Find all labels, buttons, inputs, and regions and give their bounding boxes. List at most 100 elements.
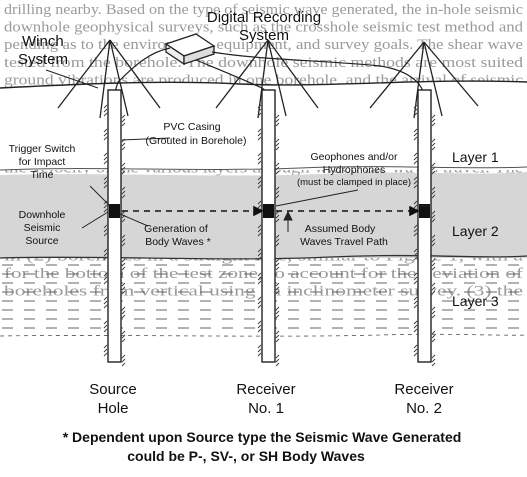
grout-mark xyxy=(431,282,436,295)
grout-mark xyxy=(103,152,108,165)
winch-tripod-receiver-1 xyxy=(215,39,319,119)
grout-mark xyxy=(103,296,108,309)
grout-mark xyxy=(431,330,436,343)
svg-text:Receiver: Receiver xyxy=(236,381,295,398)
label-winch-system: Winch System xyxy=(18,33,68,68)
grout-mark xyxy=(103,176,108,189)
svg-text:No. 1: No. 1 xyxy=(248,400,284,417)
source-hole-casing xyxy=(107,89,122,363)
label-generation-body-waves: Generation of Body Waves * xyxy=(144,223,211,248)
grout-mark xyxy=(413,296,418,309)
label-digital-recording-system: Digital Recording System xyxy=(207,9,321,44)
grout-mark xyxy=(121,258,126,271)
grout-mark xyxy=(121,186,126,199)
grout-mark xyxy=(431,234,436,247)
svg-text:(Grouted in Borehole): (Grouted in Borehole) xyxy=(146,135,247,147)
grout-mark xyxy=(431,186,436,199)
grout-mark xyxy=(103,272,108,285)
digital-recording-box xyxy=(164,33,216,66)
label-receiver-1: Receiver No. 1 xyxy=(236,381,295,417)
grout-mark xyxy=(257,104,262,117)
label-layer-1: Layer 1 xyxy=(452,149,499,165)
grout-mark xyxy=(431,258,436,271)
grout-mark xyxy=(431,354,436,367)
grout-mark xyxy=(431,306,436,319)
grout-mark xyxy=(413,128,418,141)
receiver-1-geophone xyxy=(263,204,274,218)
grout-mark xyxy=(413,224,418,237)
label-receiver-2: Receiver No. 2 xyxy=(394,381,453,417)
label-leader-lines xyxy=(45,69,430,232)
grout-mark xyxy=(121,330,126,343)
grout-mark xyxy=(431,210,436,223)
label-downhole-seismic-source: Downhole Seismic Source xyxy=(19,209,66,247)
svg-text:* Dependent upon Source type t: * Dependent upon Source type the Seismic… xyxy=(63,429,462,445)
svg-text:Downhole: Downhole xyxy=(19,209,66,221)
grout-mark xyxy=(413,320,418,333)
svg-text:for Impact: for Impact xyxy=(19,156,66,168)
grout-mark xyxy=(413,104,418,117)
grout-marks xyxy=(103,104,436,367)
svg-text:Geophones and/or: Geophones and/or xyxy=(311,151,398,163)
svg-text:Waves Travel Path: Waves Travel Path xyxy=(300,236,388,248)
label-layer-2: Layer 2 xyxy=(452,223,499,239)
svg-text:Seismic: Seismic xyxy=(24,222,61,234)
label-layer-3: Layer 3 xyxy=(452,293,499,309)
background-text-line: drilling nearby. Based on the type of se… xyxy=(4,2,523,18)
svg-text:Digital Recording: Digital Recording xyxy=(207,9,321,26)
grout-mark xyxy=(121,282,126,295)
grout-mark xyxy=(275,330,280,343)
grout-mark xyxy=(257,248,262,261)
svg-text:Source: Source xyxy=(25,235,58,247)
grout-mark xyxy=(413,176,418,189)
svg-text:System: System xyxy=(18,51,68,68)
label-trigger-switch: Trigger Switch for Impact Time xyxy=(9,143,76,181)
svg-text:Body Waves *: Body Waves * xyxy=(145,236,211,248)
grout-mark xyxy=(121,114,126,127)
winch-tripod-receiver-2 xyxy=(369,41,479,119)
svg-text:Time: Time xyxy=(31,169,54,181)
grout-mark xyxy=(257,320,262,333)
grout-mark xyxy=(121,162,126,175)
assumed-body-wave-path xyxy=(122,205,420,217)
svg-text:Hydrophones: Hydrophones xyxy=(323,164,385,176)
grout-mark xyxy=(257,224,262,237)
grout-mark xyxy=(275,186,280,199)
downhole-seismic-source-device xyxy=(109,204,120,218)
svg-text:Source: Source xyxy=(89,381,137,398)
svg-text:Hole: Hole xyxy=(98,400,129,417)
receiver-1-casing xyxy=(261,89,276,363)
svg-text:Trigger Switch: Trigger Switch xyxy=(9,143,76,155)
svg-text:Generation of: Generation of xyxy=(144,223,208,235)
grout-mark xyxy=(103,104,108,117)
svg-text:Receiver: Receiver xyxy=(394,381,453,398)
grout-mark xyxy=(431,162,436,175)
grout-mark xyxy=(257,296,262,309)
svg-text:No. 2: No. 2 xyxy=(406,400,442,417)
footnote: * Dependent upon Source type the Seismic… xyxy=(63,429,462,464)
label-geophones: Geophones and/or Hydrophones (must be cl… xyxy=(297,151,411,188)
svg-text:Assumed Body: Assumed Body xyxy=(305,223,376,235)
label-source-hole: Source Hole xyxy=(89,381,137,417)
label-assumed-path: Assumed Body Waves Travel Path xyxy=(300,223,388,248)
grout-mark xyxy=(103,200,108,213)
grout-mark xyxy=(257,176,262,189)
grout-mark xyxy=(103,128,108,141)
grout-mark xyxy=(257,272,262,285)
winch-tripod-source xyxy=(57,39,161,119)
grout-mark xyxy=(121,354,126,367)
grout-mark xyxy=(275,162,280,175)
grout-mark xyxy=(275,114,280,127)
grout-mark xyxy=(275,306,280,319)
grout-mark xyxy=(413,248,418,261)
grout-mark xyxy=(413,152,418,165)
grout-mark xyxy=(103,320,108,333)
receiver-2-geophone xyxy=(419,204,430,218)
grout-mark xyxy=(275,282,280,295)
svg-text:PVC Casing: PVC Casing xyxy=(163,121,220,133)
grout-mark xyxy=(431,114,436,127)
svg-text:System: System xyxy=(239,27,289,44)
grout-mark xyxy=(275,258,280,271)
